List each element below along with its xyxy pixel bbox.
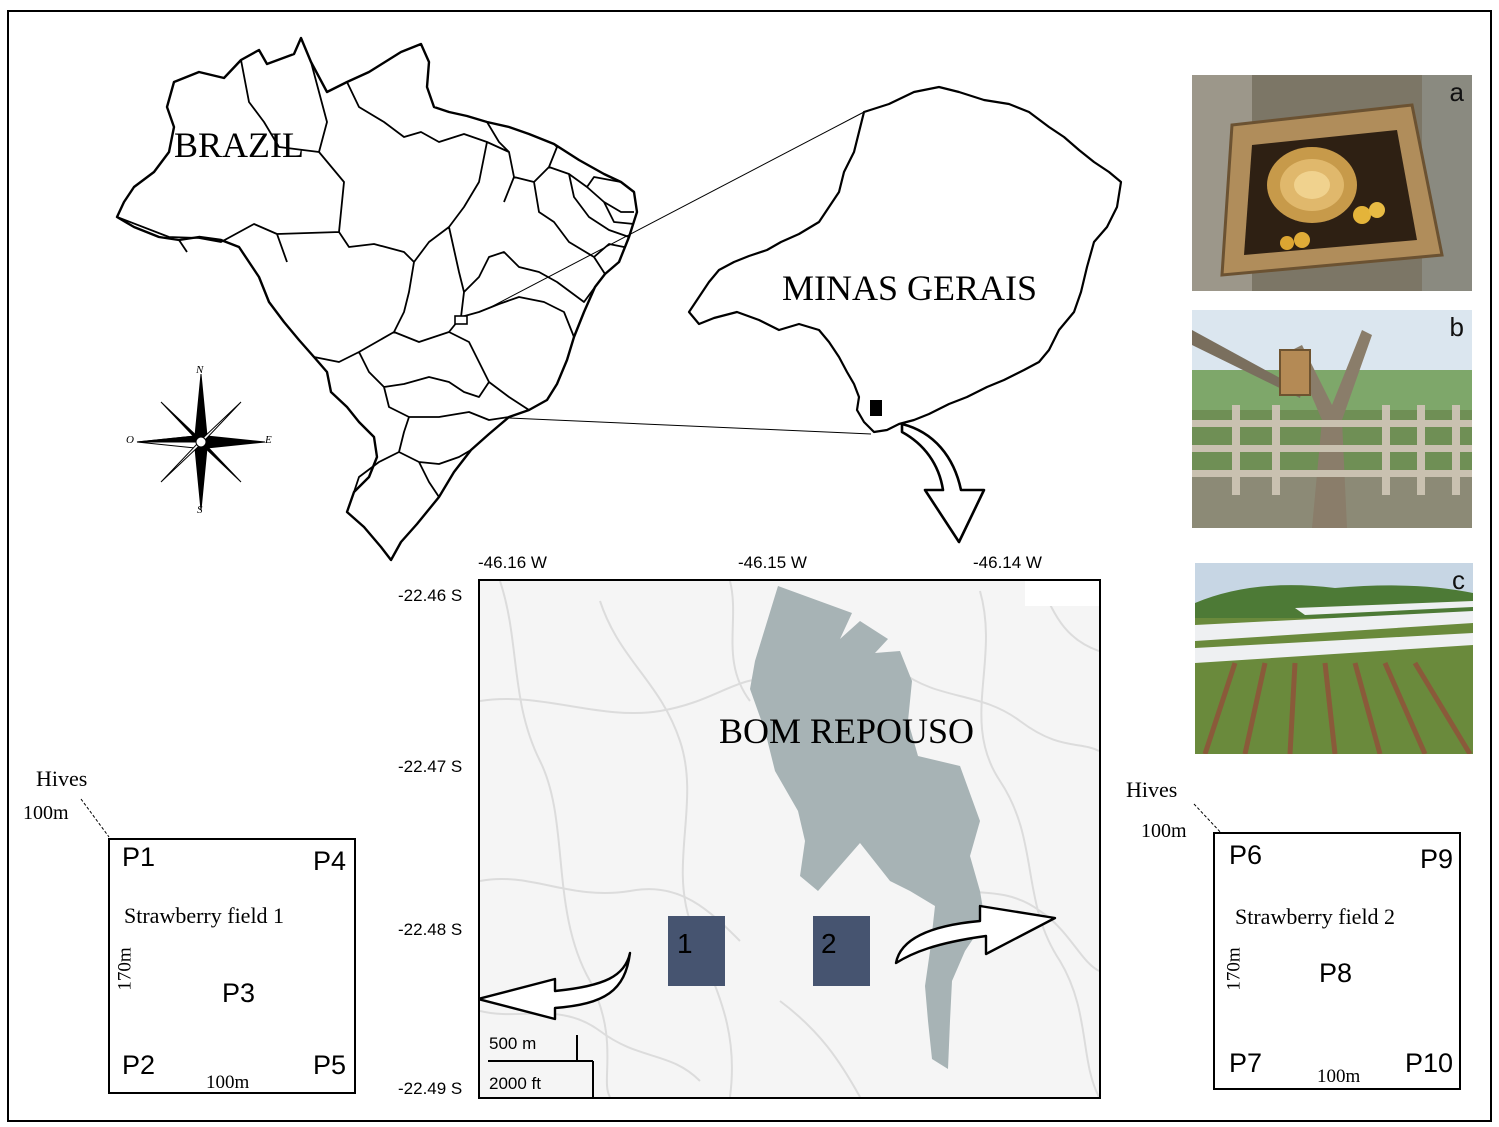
latitude-label-4: -22.49 S [398,1079,463,1098]
plot-p9: P9 [1419,844,1453,874]
field-2-height: 170m [1223,947,1245,991]
brazil-label: BRAZIL [174,125,304,165]
plot-p2: P2 [122,1050,156,1080]
plot-p10: P10 [1404,1048,1453,1078]
inset-map [478,579,1101,1099]
site-marker-1-box [668,916,725,986]
compass-east-label: E [265,434,272,446]
field-2-hives-distance: 100m [1141,820,1187,842]
federal-district-box [454,315,468,325]
inset-map-canvas [480,581,1099,1097]
site-marker-1-label: 1 [677,928,693,959]
field-1-name: Strawberry field 1 [124,903,285,928]
field-1-height: 170m [114,947,136,991]
figure-frame: BRAZIL MINAS GERAIS N S E O [7,10,1492,1122]
longitude-label-3: -46.14 W [973,553,1042,572]
zoom-line-top [490,111,865,308]
state-borders [116,59,635,498]
field-1-hives-connector [80,798,110,838]
plot-p8: P8 [1319,958,1353,988]
hive-box-illustration [1192,75,1472,291]
longitude-label-2: -46.15 W [738,553,807,572]
plot-p1: P1 [122,842,156,872]
photo-a-letter: a [1449,77,1464,107]
photo-a-hive-box: a [1192,75,1472,291]
strawberry-field-1: P1 P4 Strawberry field 1 P3 P2 P5 170m 1… [108,838,356,1094]
strawberry-field-illustration [1195,563,1473,754]
compass-rose-icon [136,373,266,511]
zoom-line-bottom [508,417,872,435]
minas-gerais-outline [687,85,1123,434]
plot-p4: P4 [312,846,346,876]
field-2-hives-label: Hives [1126,777,1178,802]
field-2-width: 100m [1317,1066,1361,1087]
bom-repouso-area [750,586,985,1069]
field-1-hives-label: Hives [36,766,88,791]
latitude-label-2: -22.47 S [398,757,463,776]
minas-gerais-label: MINAS GERAIS [782,268,1038,308]
plot-p6: P6 [1229,840,1263,870]
latitude-label-1: -22.46 S [398,586,463,605]
photo-b-letter: b [1449,312,1464,342]
compass-west-label: O [126,434,134,446]
field-2-name: Strawberry field 2 [1235,904,1396,929]
latitude-label-3: -22.48 S [398,920,463,939]
brazil-map [115,36,1123,562]
plot-p7: P7 [1229,1048,1263,1078]
site-marker-2-label: 2 [821,928,837,959]
field-2-hives-connector [1193,803,1225,837]
site-marker-2-box [813,916,870,986]
plot-p3: P3 [222,978,256,1008]
arrow-to-field-2 [894,904,1057,965]
photo-c-letter: c [1452,565,1465,595]
arrow-to-field-1 [480,951,632,1021]
study-area-marker [870,400,882,416]
bom-repouso-label: BOM REPOUSO [719,711,975,751]
plot-p5: P5 [312,1050,346,1080]
field-1-hives-distance: 100m [23,802,69,824]
field-1-width: 100m [206,1072,250,1093]
scale-bar-metric-label: 500 m [489,1034,537,1053]
strawberry-field-2: P6 P9 Strawberry field 2 P8 P7 P10 170m … [1213,832,1461,1090]
scale-bar-imperial-label: 2000 ft [489,1074,541,1093]
scale-bar [488,1035,594,1097]
compass-south-label: S [197,504,203,516]
compass-north-label: N [196,364,204,376]
tree-hive-illustration [1192,310,1472,528]
photo-c-strawberry-field: c [1195,563,1473,754]
zoom-arrow-down [900,422,986,544]
longitude-label-1: -46.16 W [478,553,547,572]
photo-b-hive-on-tree: b [1192,310,1472,528]
